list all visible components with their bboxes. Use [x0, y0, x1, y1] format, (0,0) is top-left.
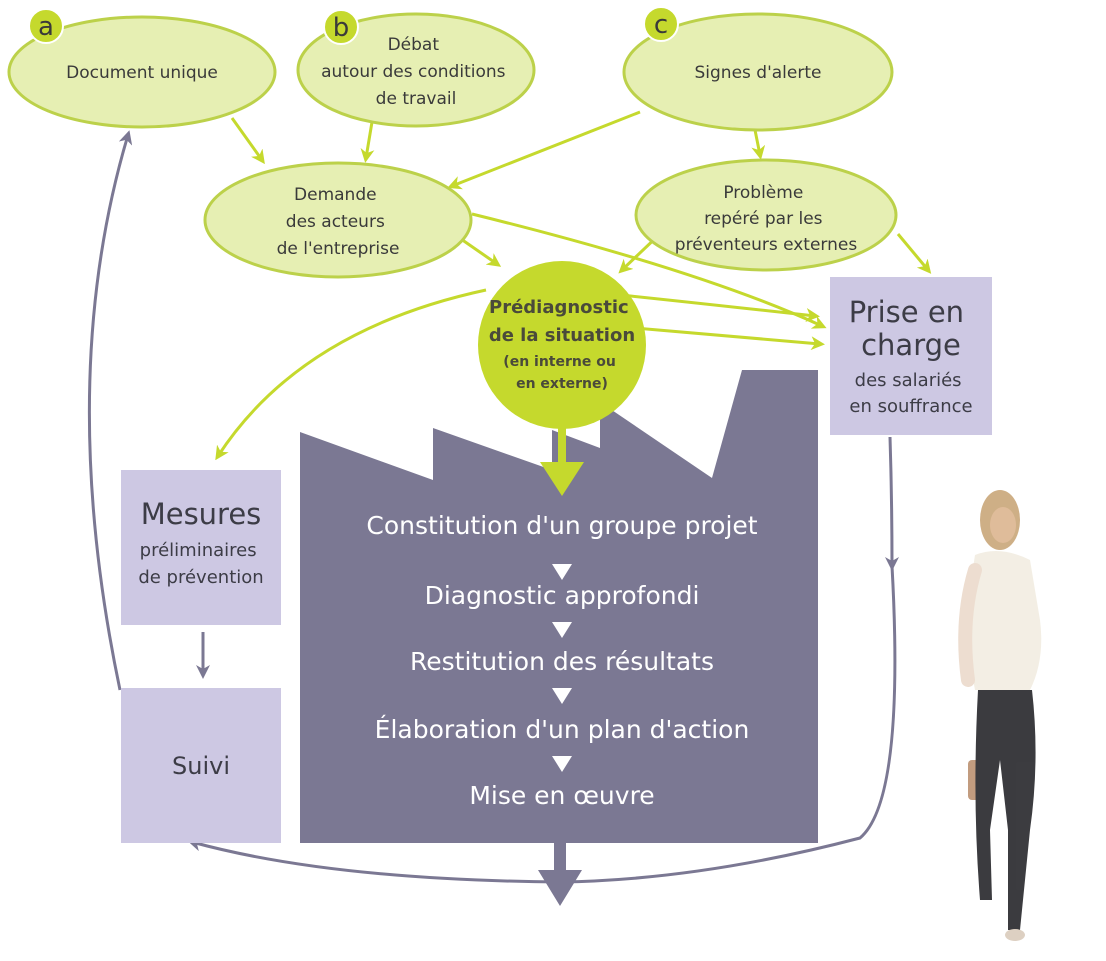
prediagnostic-title: Prédiagnostic de la situation: [489, 297, 635, 346]
step-arrow-1: [552, 564, 572, 580]
factory-output-arrow: [538, 843, 582, 906]
prise-en-charge-title: Prise en charge: [849, 295, 974, 362]
prediagnostic-to-factory-arrow: [540, 425, 584, 496]
probleme-label: Problème repéré par les préventeurs exte…: [675, 183, 858, 255]
node-suivi: Suivi: [121, 688, 281, 843]
factory-steps: Constitution d'un groupe projet Diagnost…: [366, 511, 757, 810]
prediagnostic-subtitle: (en interne ou en externe): [503, 354, 620, 392]
step-arrow-3: [552, 688, 572, 704]
step-mise-en-oeuvre: Mise en œuvre: [469, 781, 654, 810]
node-prediagnostic: Prédiagnostic de la situation (en intern…: [478, 261, 646, 429]
node-debat: Débat autour des conditions de travail: [296, 12, 536, 128]
step-constitution: Constitution d'un groupe projet: [366, 511, 757, 540]
step-elaboration: Élaboration d'un plan d'action: [375, 715, 750, 744]
step-arrow-4: [552, 756, 572, 772]
node-signes-alerte: Signes d'alerte: [622, 12, 894, 132]
step-arrow-2: [552, 622, 572, 638]
badge-a-letter: a: [38, 12, 54, 42]
badge-a: a: [28, 8, 64, 44]
mesures-title: Mesures: [141, 497, 262, 531]
grey-connectors: [87, 130, 899, 884]
factory-shape: [300, 370, 818, 843]
node-demande: Demande des acteurs de l'entreprise: [203, 161, 473, 279]
prise-en-charge-subtitle: des salariés en souffrance: [849, 370, 972, 417]
signes-alerte-label: Signes d'alerte: [695, 63, 822, 83]
badge-b-letter: b: [333, 13, 350, 43]
mesures-subtitle: préliminaires de prévention: [138, 540, 263, 588]
walking-person-photo: [958, 490, 1042, 941]
document-unique-label: Document unique: [66, 63, 218, 83]
node-probleme: Problème repéré par les préventeurs exte…: [634, 158, 898, 272]
step-restitution: Restitution des résultats: [410, 647, 714, 676]
badge-c-letter: c: [654, 10, 668, 40]
suivi-label: Suivi: [172, 752, 230, 780]
demande-label: Demande des acteurs de l'entreprise: [277, 185, 400, 259]
node-prise-en-charge: Prise en charge des salariés en souffran…: [830, 277, 992, 435]
badge-c: c: [643, 6, 679, 42]
debat-label: Débat autour des conditions de travail: [321, 35, 511, 109]
node-mesures: Mesures préliminaires de prévention: [121, 470, 281, 625]
badge-b: b: [323, 9, 359, 45]
node-document-unique: Document unique: [7, 15, 277, 129]
step-diagnostic: Diagnostic approfondi: [425, 581, 700, 610]
